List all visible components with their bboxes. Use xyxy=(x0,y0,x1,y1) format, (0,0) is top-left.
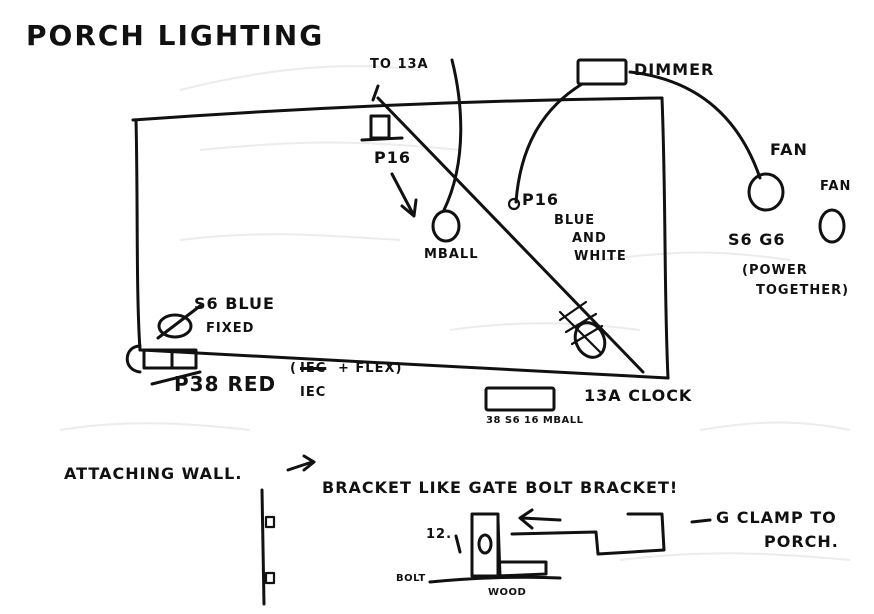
room-bottom-wall xyxy=(138,348,670,380)
fan-icon xyxy=(747,172,785,212)
label-p38-red: P38 RED xyxy=(174,372,277,396)
bracket-bottom xyxy=(264,571,276,585)
label-white: WHITE xyxy=(574,249,627,264)
label-power: (POWER xyxy=(742,263,808,278)
p38-red-fitting xyxy=(125,344,202,386)
gate-bolt-bracket-detail xyxy=(428,508,712,584)
label-bracket-note: BRACKET LIKE GATE BOLT BRACKET! xyxy=(322,478,679,497)
label-flex: + FLEX) xyxy=(338,361,403,376)
fan-2-icon xyxy=(818,208,846,244)
label-bolt: BOLT xyxy=(396,573,426,584)
show-through-marks xyxy=(59,65,851,561)
label-attaching-wall: ATTACHING WALL. xyxy=(64,464,243,483)
p16-right-fitting xyxy=(507,197,521,211)
label-s6-g6: S6 G6 xyxy=(728,230,786,249)
fan-cable xyxy=(628,70,762,180)
label-12: 12. xyxy=(426,527,453,542)
label-p16-right: P16 xyxy=(522,190,559,209)
mball-fitting-icon xyxy=(431,209,461,243)
label-iec-struck: IEC xyxy=(300,361,327,376)
label-fixed: FIXED xyxy=(206,321,255,336)
label-iec: IEC xyxy=(300,385,327,400)
arrow-head xyxy=(400,198,418,218)
label-fan-1: FAN xyxy=(770,140,808,159)
dimmer-switch-icon xyxy=(576,58,628,86)
label-13a-clock: 13A CLOCK xyxy=(584,386,693,405)
label-blue: BLUE xyxy=(554,213,596,228)
label-gclamp: G CLAMP TO xyxy=(716,508,837,527)
page-title: PORCH LIGHTING xyxy=(26,19,325,52)
label-and: AND xyxy=(572,231,607,246)
p16-left-fitting xyxy=(360,84,404,142)
label-together: TOGETHER) xyxy=(756,283,850,298)
bracket-top xyxy=(264,515,276,529)
13a-socket-icon xyxy=(484,386,556,412)
label-s6-blue: S6 BLUE xyxy=(194,294,275,313)
label-bottom-list: 38 S6 16 MBALL xyxy=(486,415,584,426)
dimmer-cable xyxy=(514,82,584,204)
label-open-paren: ( xyxy=(290,361,297,376)
room-right-wall xyxy=(660,96,670,380)
arrow-to-mball xyxy=(390,172,414,214)
room-top-wall xyxy=(131,96,664,122)
s6-blue-fixed-light xyxy=(156,304,202,340)
clock-icon xyxy=(558,300,607,359)
label-porch: PORCH. xyxy=(764,532,839,551)
label-p16-left: P16 xyxy=(374,148,411,167)
label-fan-2: FAN xyxy=(820,179,852,194)
label-mball: MBALL xyxy=(424,247,479,262)
label-wood: WOOD xyxy=(488,587,527,598)
label-dimmer: DIMMER xyxy=(634,60,715,79)
room-left-wall xyxy=(134,118,142,352)
label-to-13a: TO 13A xyxy=(370,57,429,72)
wall-line xyxy=(260,488,266,606)
mball-cable xyxy=(442,58,463,212)
attaching-arrow xyxy=(286,460,314,472)
